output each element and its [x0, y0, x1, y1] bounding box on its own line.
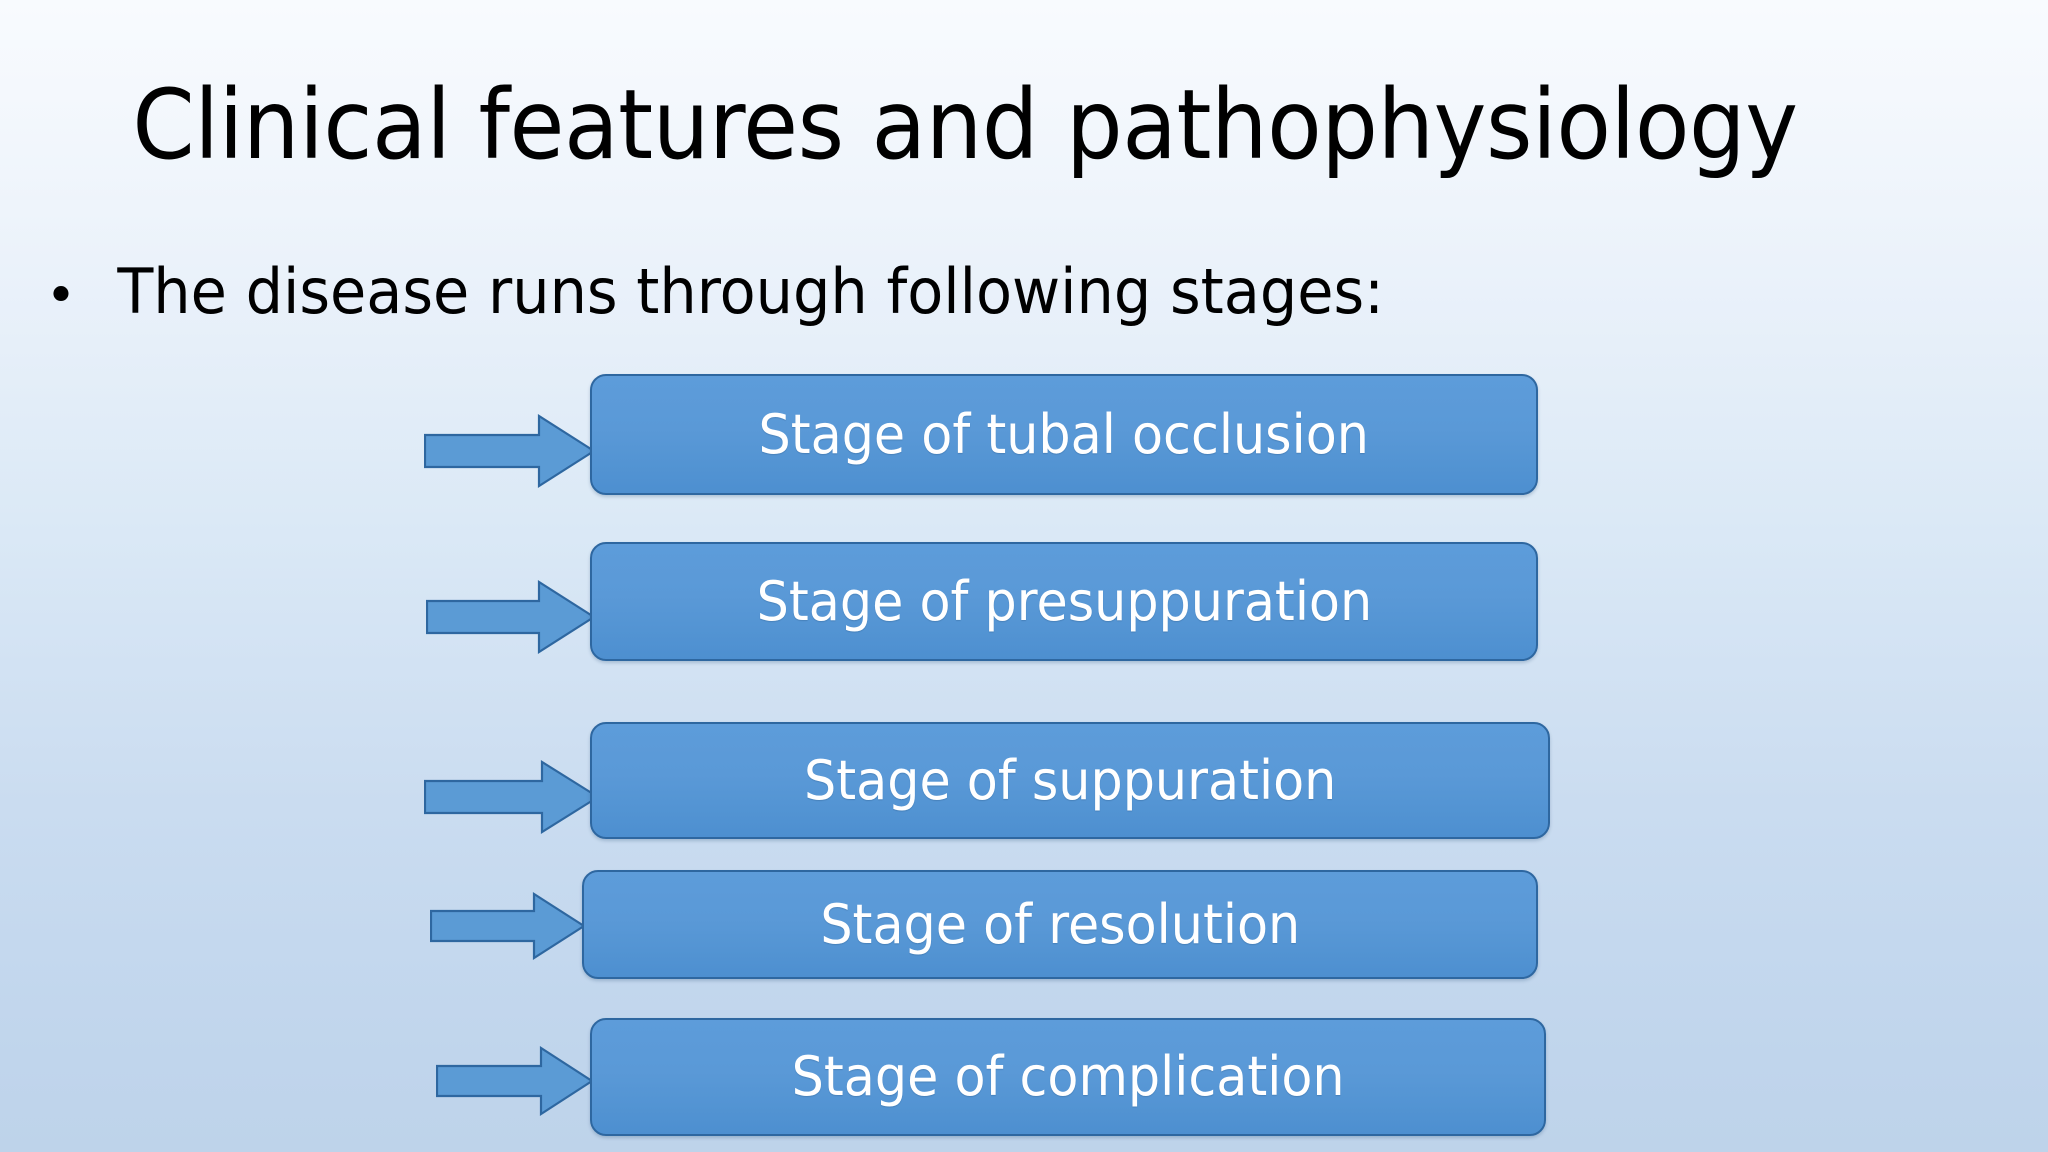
right-block-arrow-icon [436, 1046, 594, 1116]
stage-box[interactable]: Stage of suppuration [590, 722, 1550, 839]
bullet-line: • The disease runs through following sta… [38, 255, 1417, 328]
bullet-text: The disease runs through following stage… [117, 255, 1385, 328]
right-block-arrow-icon [424, 760, 600, 834]
right-block-arrow-icon [424, 414, 596, 488]
bullet-marker-icon: • [45, 266, 77, 326]
right-block-arrow-icon [430, 892, 586, 960]
stage-box[interactable]: Stage of tubal occlusion [590, 374, 1538, 495]
stage-label: Stage of suppuration [803, 748, 1337, 812]
stage-box[interactable]: Stage of resolution [582, 870, 1538, 979]
stage-box[interactable]: Stage of complication [590, 1018, 1546, 1136]
stage-label: Stage of tubal occlusion [758, 402, 1370, 466]
stage-label: Stage of complication [791, 1045, 1345, 1108]
stage-label: Stage of presuppuration [756, 569, 1372, 633]
stage-box[interactable]: Stage of presuppuration [590, 542, 1538, 661]
stage-label: Stage of resolution [820, 892, 1300, 956]
slide-title: Clinical features and pathophysiology [132, 69, 1798, 181]
right-block-arrow-icon [426, 580, 596, 654]
